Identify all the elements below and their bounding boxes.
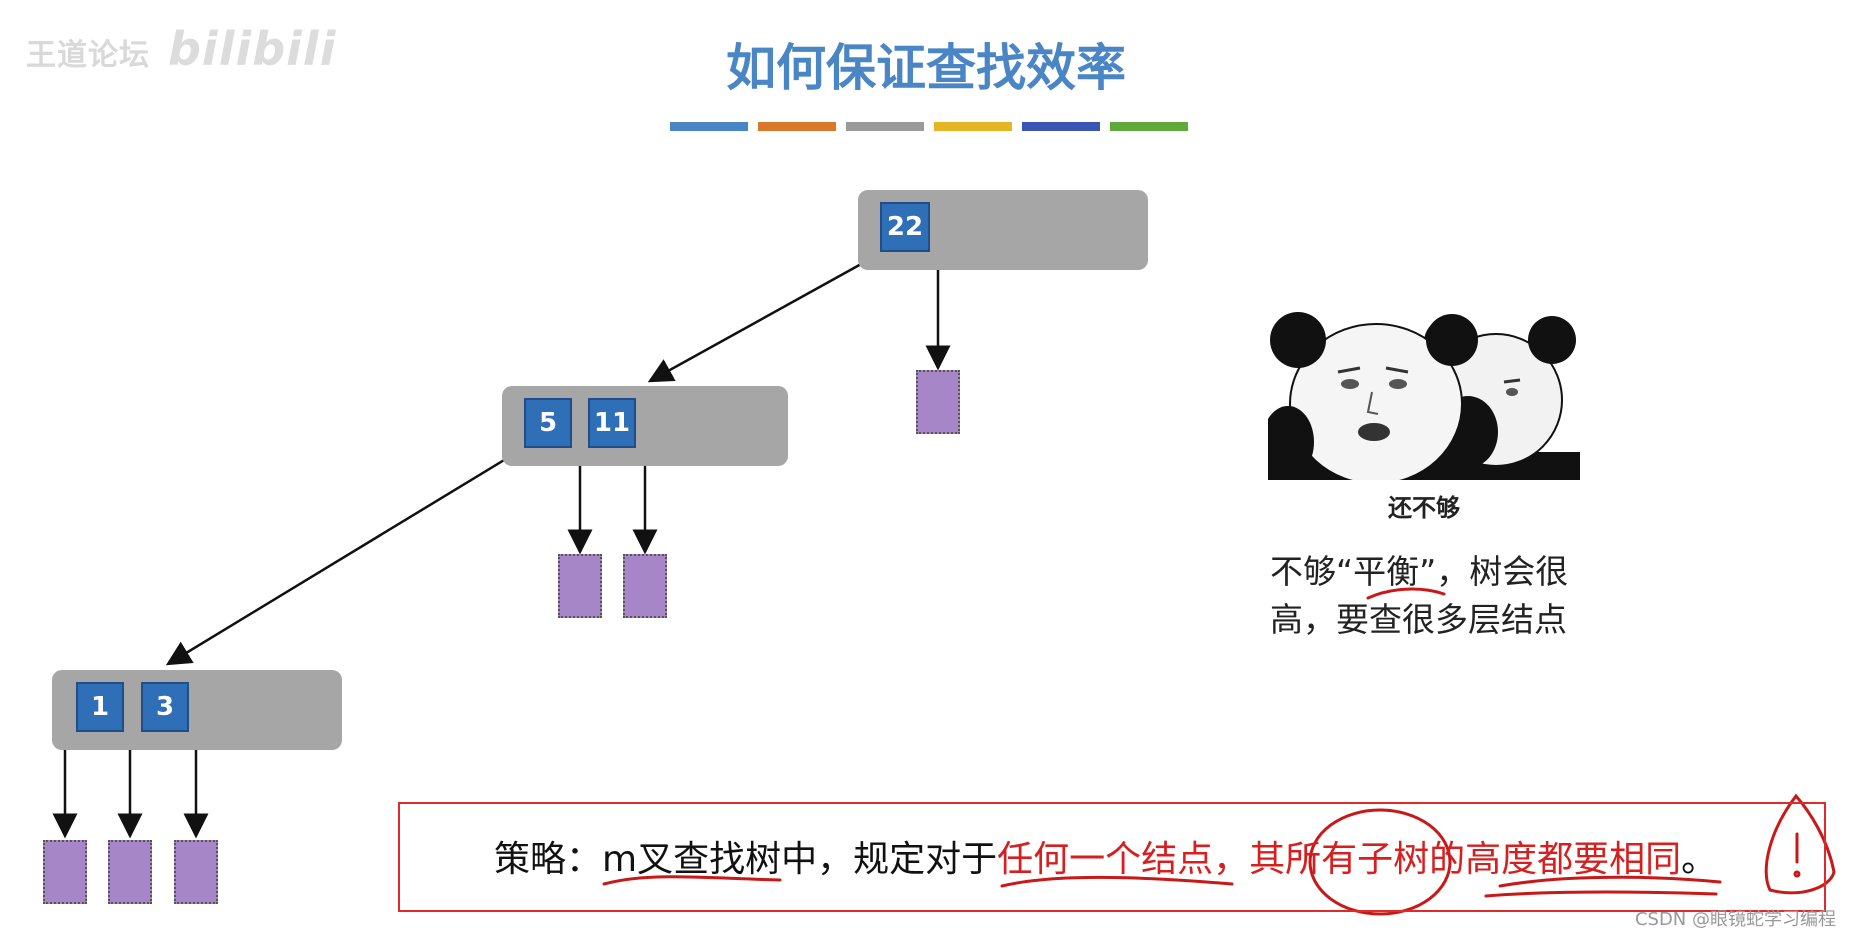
- leaf-node: [43, 840, 87, 904]
- balance-note: 不够“平衡”，树会很高，要查很多层结点: [1270, 552, 1569, 639]
- leaf-node: [174, 840, 218, 904]
- tree-node-root: 22: [858, 190, 1148, 270]
- leaf-node: [558, 554, 602, 618]
- color-bar: [846, 122, 924, 131]
- tree-node-level2: 5 11: [502, 386, 788, 466]
- key-11: 11: [588, 398, 636, 448]
- edge-level2-to-level3: [165, 452, 515, 666]
- pointer-dots: [60, 253, 1135, 742]
- csdn-watermark: CSDN @眼镜蛇学习编程: [1634, 909, 1836, 930]
- slide-title: 如何保证查找效率: [726, 39, 1126, 97]
- key-3: 3: [141, 682, 189, 732]
- watermark-logo: 王道论坛 bilibili: [26, 22, 336, 76]
- tree-node-level3: 1 3: [52, 670, 342, 750]
- key-5: 5: [524, 398, 572, 448]
- strategy-part1: m叉查找树中，规定对于: [602, 839, 998, 880]
- strategy-text: 策略：m叉查找树中，规定对于任何一个结点，其所有子树的高度都要相同。: [494, 830, 1717, 882]
- meme-caption: 还不够: [1388, 494, 1460, 522]
- color-bar: [758, 122, 836, 131]
- panda-meme-image: [1268, 312, 1580, 480]
- leaf-node: [916, 370, 960, 434]
- strategy-box: [398, 802, 1826, 912]
- watermark-text: 王道论坛: [26, 38, 150, 73]
- red-annotations: [602, 587, 1836, 916]
- key-22: 22: [880, 202, 930, 252]
- color-bar: [934, 122, 1012, 131]
- edge-root-to-level2: [647, 256, 873, 383]
- color-bar: [1022, 122, 1100, 131]
- bilibili-logo: bilibili: [168, 22, 337, 76]
- leaf-node: [108, 840, 152, 904]
- strategy-end: 。: [1681, 839, 1718, 880]
- color-bar: [670, 122, 748, 131]
- key-1: 1: [76, 682, 124, 732]
- leaf-node: [623, 554, 667, 618]
- strategy-label: 策略：: [494, 839, 603, 880]
- strategy-highlight: 任何一个结点，其所有子树的高度都要相同: [997, 839, 1682, 880]
- color-bar: [1110, 122, 1188, 131]
